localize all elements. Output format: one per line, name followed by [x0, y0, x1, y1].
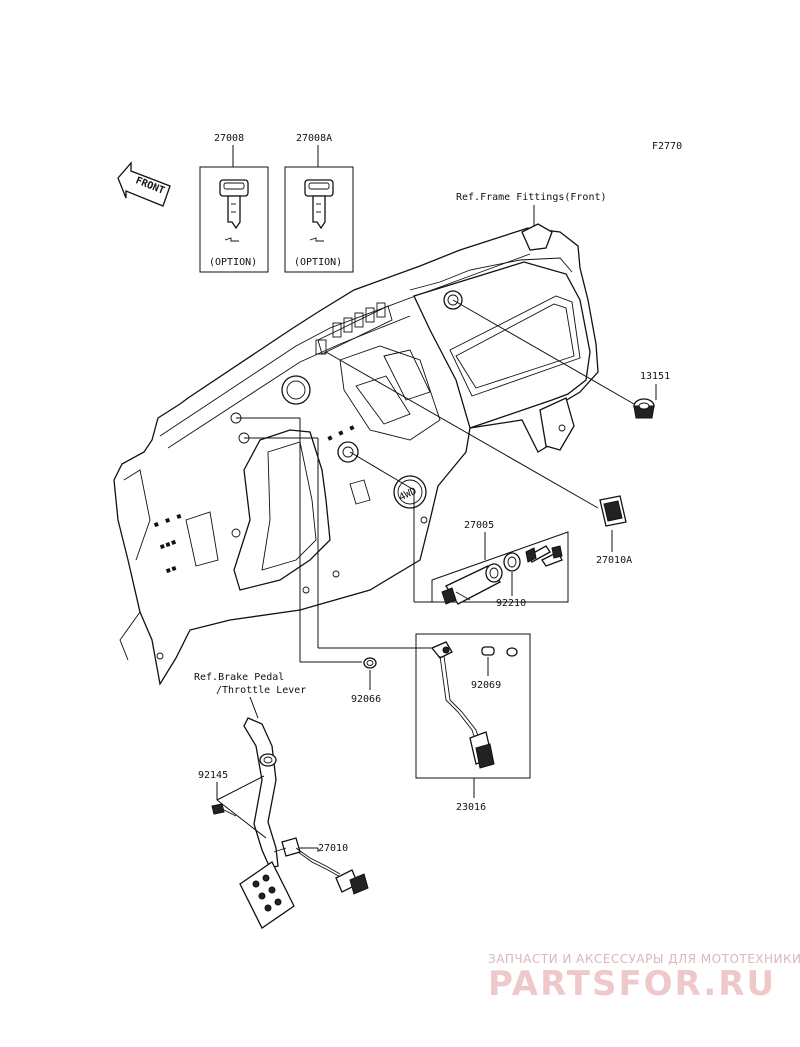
part-27010A[interactable]: 27010A — [325, 351, 632, 566]
key-27008A-box[interactable]: 27008A (OPTION) — [284, 133, 354, 273]
nut-92210-icon — [503, 552, 521, 572]
part-label-23016: 23016 — [456, 802, 486, 813]
watermark-brand: PARTSFOR.RU — [488, 964, 776, 1004]
ref-brake-pedal-line2: /Throttle Lever — [216, 685, 306, 696]
rocker-switch-icon — [599, 495, 627, 527]
ignition-switch-icon — [441, 563, 503, 605]
part-label-27008: 27008 — [214, 133, 244, 144]
front-arrow-icon: FRONT — [117, 161, 171, 207]
indicator-lights — [315, 302, 393, 355]
part-27005[interactable]: 27005 92210 — [349, 451, 569, 609]
option-label-27008A: (OPTION) — [294, 257, 342, 268]
bolt-92145-icon — [211, 803, 237, 817]
grommet-92066-icon — [363, 657, 377, 669]
part-92066[interactable]: 92066 — [236, 417, 381, 705]
dashboard-panel: ▪ ▪ ▪ 4WD ▪ ▪ ▪ ▪▪▪ ▪▪ — [113, 223, 599, 686]
ref-brake-pedal-line1: Ref.Brake Pedal — [194, 672, 284, 683]
socket-icon — [633, 398, 655, 419]
part-label-92066: 92066 — [351, 694, 381, 705]
part-13151[interactable]: 13151 — [452, 299, 670, 419]
watermark-subtitle: ЗАПЧАСТИ И АКСЕССУАРЫ ДЛЯ МОТОТЕХНИКИ — [488, 952, 800, 966]
key-set-icon — [525, 545, 563, 567]
key-27008A-icon — [304, 179, 334, 242]
brake-pedal-assembly[interactable] — [239, 717, 295, 929]
svg-text:▪▪: ▪▪ — [164, 562, 179, 576]
part-92145[interactable]: 92145 — [198, 770, 267, 839]
watermark: ЗАПЧАСТИ И АКСЕССУАРЫ ДЛЯ МОТОТЕХНИКИ PA… — [488, 952, 800, 1004]
key-27008-icon — [219, 179, 249, 242]
ref-frame-fittings: Ref.Frame Fittings(Front) — [456, 192, 607, 203]
part-label-27010: 27010 — [318, 843, 348, 854]
part-label-27008A: 27008A — [296, 133, 332, 144]
part-label-27005: 27005 — [464, 520, 494, 531]
part-label-92069: 92069 — [471, 680, 501, 691]
part-label-13151: 13151 — [640, 371, 670, 382]
brake-switch-icon — [273, 837, 369, 895]
figure-id: F2770 — [652, 141, 682, 152]
part-label-92210: 92210 — [496, 598, 526, 609]
wire-harness-icon — [430, 641, 495, 769]
part-27010[interactable]: 27010 — [273, 837, 369, 895]
part-label-27010A: 27010A — [596, 555, 632, 566]
brake-pedal-pad-icon — [239, 861, 295, 929]
part-label-92145: 92145 — [198, 770, 228, 781]
bulb-92069-icon — [481, 646, 518, 657]
part-23016[interactable]: 92069 23016 — [244, 437, 531, 813]
option-label-27008: (OPTION) — [209, 257, 257, 268]
key-27008-box[interactable]: 27008 (OPTION) — [199, 133, 269, 273]
